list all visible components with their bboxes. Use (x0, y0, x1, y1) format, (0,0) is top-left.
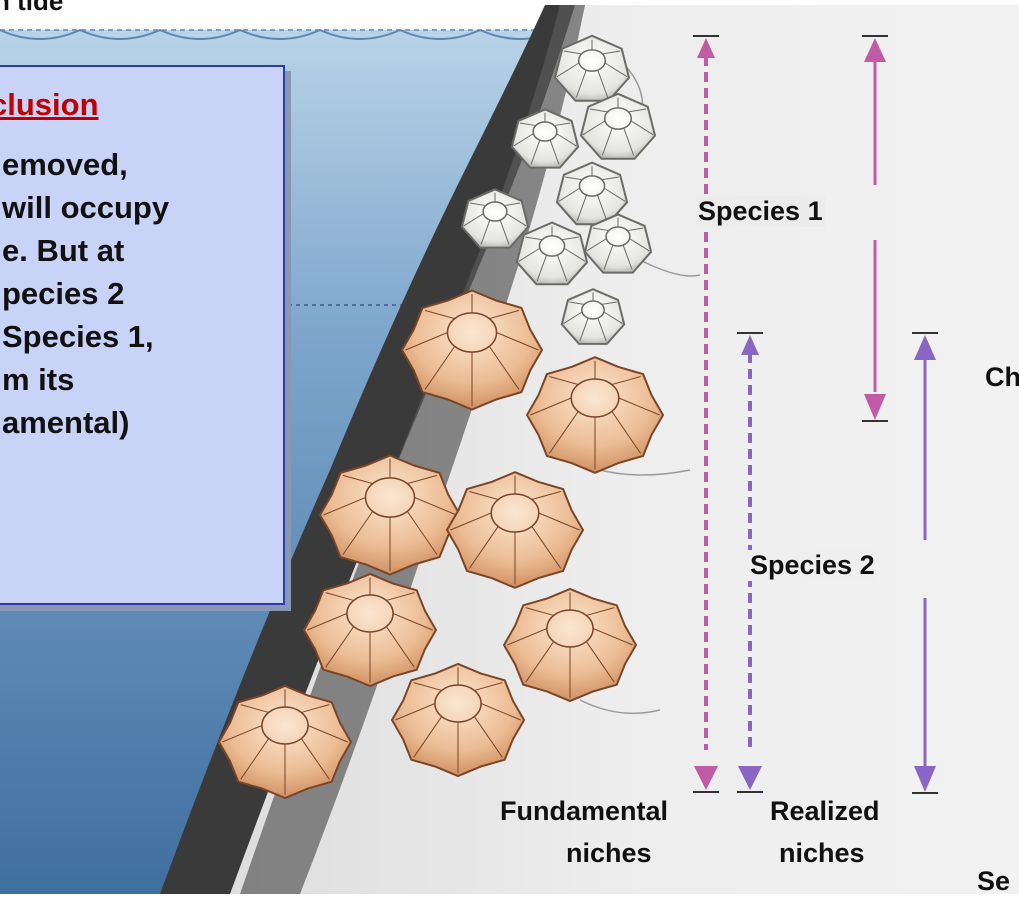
conclusion-line: emoved, (2, 147, 128, 183)
conclusion-line: amental) (2, 405, 129, 441)
right-partial-label-1: Ch (985, 362, 1019, 393)
species2-barnacle (304, 574, 436, 686)
realized-niches-label: Realized (770, 796, 880, 827)
species2-barnacle (402, 291, 542, 410)
conclusion-box: clusion emoved, will occupy e. But at pe… (0, 65, 285, 605)
conclusion-line: e. But at (2, 233, 124, 269)
species2-barnacle (320, 456, 460, 575)
species1-label: Species 1 (696, 196, 825, 227)
conclusion-line: pecies 2 (2, 276, 124, 312)
fundamental-niches-label: Fundamental (500, 796, 668, 827)
species2-barnacle (447, 472, 583, 588)
conclusion-line: Species 1, (2, 319, 154, 355)
species2-barnacle (219, 686, 351, 798)
species2-barnacle (392, 664, 524, 776)
right-partial-label-2: Se (977, 866, 1010, 897)
species2-barnacle (527, 357, 663, 473)
species2-label: Species 2 (748, 550, 877, 581)
conclusion-title: clusion (0, 87, 99, 123)
realized-niches-sub: niches (779, 838, 865, 869)
high-tide-label: h tide (0, 0, 63, 17)
conclusion-line: will occupy (2, 190, 169, 226)
species2-barnacle (504, 589, 636, 701)
fundamental-niches-sub: niches (566, 838, 652, 869)
conclusion-line: m its (2, 362, 74, 398)
